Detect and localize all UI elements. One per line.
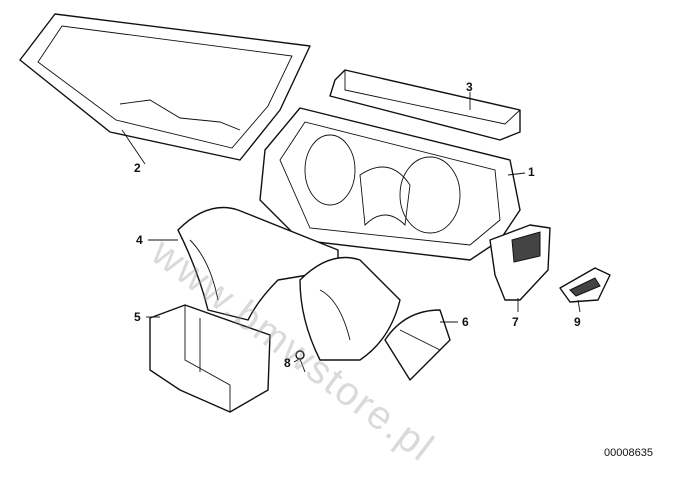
callout-4[interactable]: 4 — [136, 233, 143, 247]
leader-lines — [121, 92, 581, 363]
callout-7[interactable]: 7 — [512, 315, 519, 329]
part-6-flap-segment[interactable] — [384, 309, 451, 381]
part-7-vent-duct[interactable] — [489, 224, 551, 301]
drawing-number: 00008635 — [604, 447, 653, 459]
part-4-air-duct[interactable] — [177, 206, 339, 321]
callout-2[interactable]: 2 — [134, 161, 141, 175]
callout-9[interactable]: 9 — [574, 315, 581, 329]
part-3-cover-duct[interactable] — [329, 69, 521, 141]
part-4-lower-duct[interactable] — [299, 256, 401, 361]
part-8-screw[interactable] — [295, 350, 306, 373]
part-1-heater-housing[interactable] — [259, 107, 521, 261]
part-5-flap-housing[interactable] — [149, 304, 271, 413]
callout-1[interactable]: 1 — [528, 165, 535, 179]
part-2-seal-frame[interactable] — [19, 13, 311, 161]
part-9-vent-grille[interactable] — [559, 267, 611, 303]
callout-6[interactable]: 6 — [462, 315, 469, 329]
callout-5[interactable]: 5 — [134, 310, 141, 324]
callout-8[interactable]: 8 — [284, 356, 291, 370]
callout-3[interactable]: 3 — [466, 80, 473, 94]
